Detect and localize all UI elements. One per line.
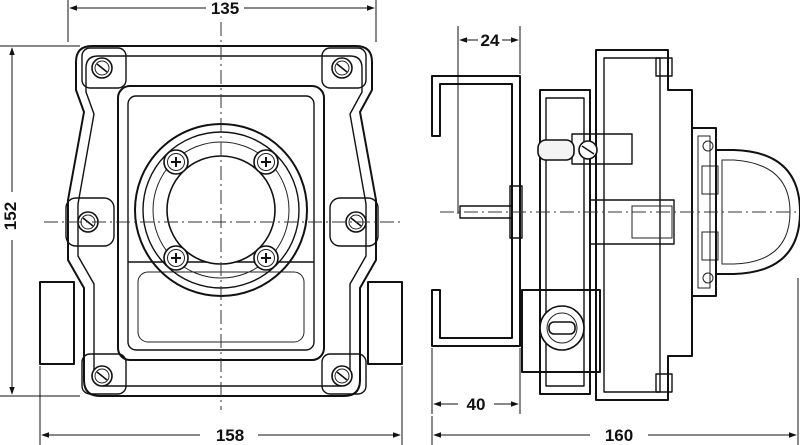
front-screw-bottom-left [163, 245, 189, 271]
dim-label-160: 160 [605, 426, 633, 445]
dimension-front-height: 152 [0, 45, 80, 397]
side-mounting-bracket [431, 75, 521, 347]
front-housing [67, 45, 377, 397]
front-screw-top-left [163, 149, 189, 175]
front-right-flange [367, 281, 403, 365]
dimension-front-base-width: 158 [39, 366, 403, 445]
front-screw-bottom-right [253, 245, 279, 271]
front-left-flange [39, 281, 75, 365]
side-housing-back [539, 89, 591, 395]
side-housing-main [595, 49, 693, 401]
dimension-side-total-depth: 160 [431, 278, 799, 445]
dimension-side-bracket-depth: 24 [457, 26, 521, 214]
dim-label-24: 24 [481, 31, 500, 50]
dimension-side-base-offset: 40 [431, 348, 521, 414]
dim-label-40: 40 [467, 395, 486, 414]
side-view [431, 49, 800, 401]
front-view [39, 22, 403, 410]
dimension-front-width: 135 [67, 0, 377, 42]
dim-label-158: 158 [216, 426, 244, 445]
dim-label-135: 135 [211, 0, 239, 18]
dim-label-152: 152 [1, 202, 20, 230]
front-screw-top-right [253, 149, 279, 175]
